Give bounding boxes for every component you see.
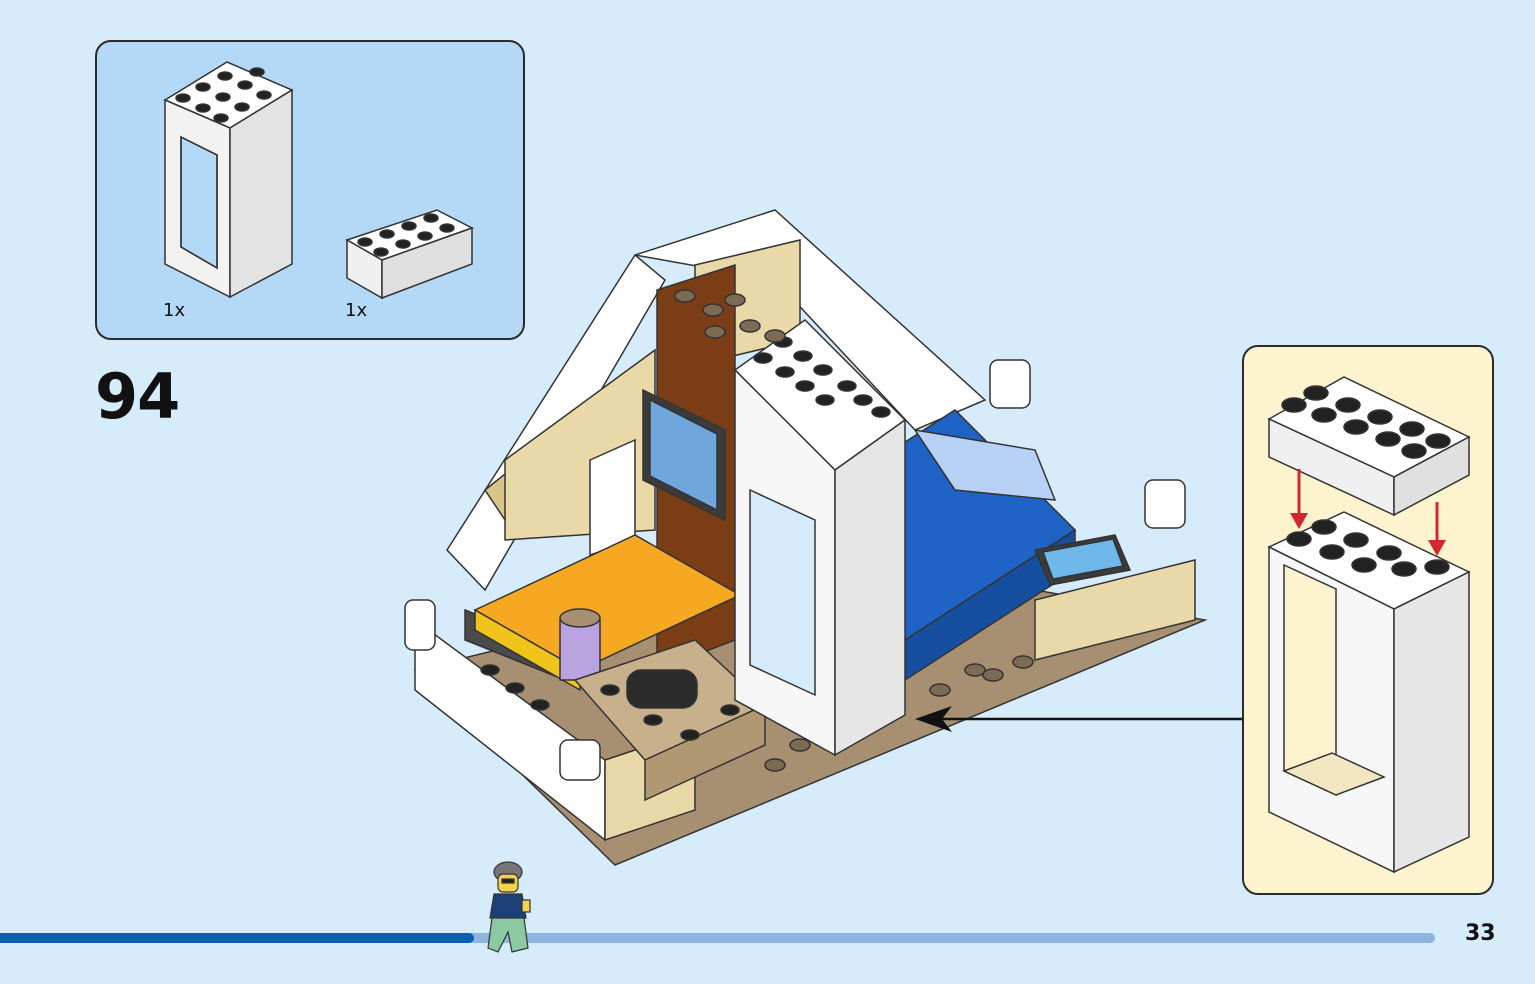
page-number: 33 [1465, 921, 1496, 946]
callout-panel [1242, 345, 1494, 895]
game-controller [626, 669, 698, 709]
brick-2x4-part [345, 209, 474, 300]
parts-illustration [163, 61, 474, 300]
door-frame-part [163, 61, 294, 299]
lamp [559, 619, 601, 681]
progress-fill [0, 933, 474, 943]
part-quantity-brick: 1x [345, 300, 368, 321]
placement-arrow [915, 706, 1242, 732]
progress-track [0, 933, 1435, 943]
step-number: 94 [95, 360, 180, 433]
parts-list-panel: 1x 1x [95, 40, 525, 340]
part-quantity-door-frame: 1x [163, 300, 186, 321]
callout-red-arrows [1290, 469, 1446, 556]
minifigure-progress-marker [487, 861, 531, 953]
main-model-illustration [404, 209, 1208, 866]
callout-illustration [1267, 376, 1471, 874]
